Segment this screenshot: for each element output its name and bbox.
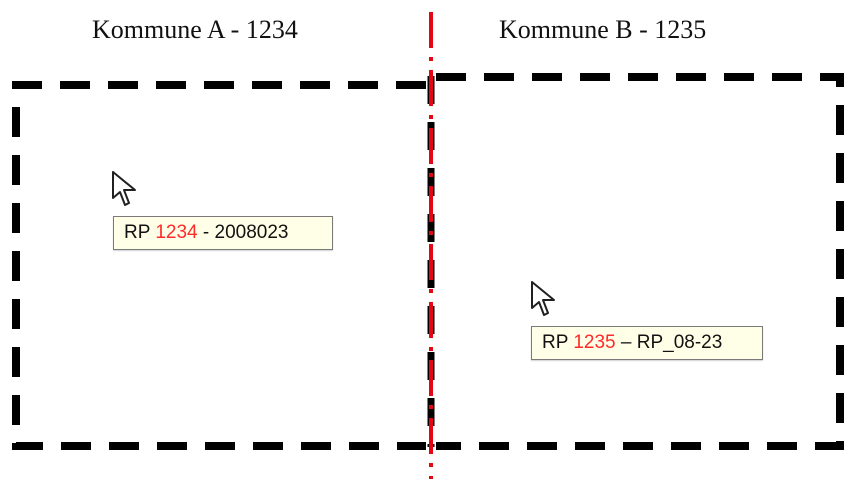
- tooltip-a-prefix: RP: [124, 222, 156, 243]
- municipality-a-label: Kommune A - 1234: [92, 15, 298, 44]
- tooltip-municipality-b: RP 1235 – RP_08-23: [531, 326, 763, 360]
- municipality-b-label: Kommune B - 1235: [499, 15, 707, 44]
- tooltip-a-code: 1234: [155, 222, 198, 243]
- tooltip-b-suffix: – RP_08-23: [615, 332, 723, 353]
- mouse-cursor-icon: [531, 281, 555, 316]
- area-a-dashed-boundary: [12, 81, 426, 450]
- mouse-cursor-icon: [112, 171, 136, 206]
- tooltip-b-code: 1235: [573, 332, 616, 353]
- tooltip-b-prefix: RP: [542, 332, 574, 353]
- area-b-dashed-boundary: [436, 73, 844, 450]
- tooltip-a-suffix: - 2008023: [197, 222, 289, 243]
- tooltip-municipality-a: RP 1234 - 2008023: [113, 216, 333, 250]
